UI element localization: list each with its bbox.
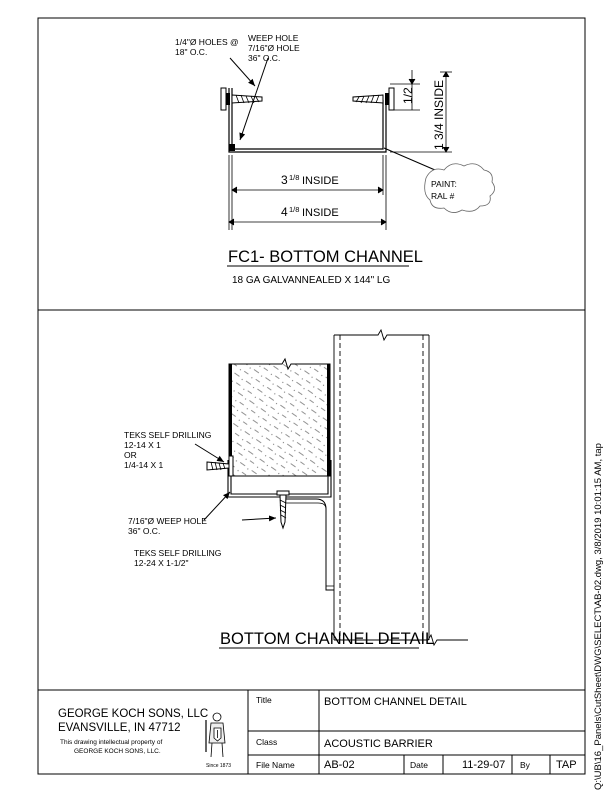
- weep-hole-label: WEEP HOLE: [248, 33, 299, 43]
- ral-label: RAL #: [431, 191, 455, 201]
- holes-label: 1/4"Ø HOLES @: [175, 37, 239, 47]
- teks-2-size: 12-24 X 1-1/2": [134, 558, 189, 568]
- dim-inner-bg: [278, 171, 340, 187]
- title-label: Title: [256, 695, 272, 705]
- by-value: TAP: [556, 759, 577, 771]
- top-detail-title: FC1- BOTTOM CHANNEL: [228, 248, 423, 266]
- date-label: Date: [410, 760, 428, 770]
- class-label: Class: [256, 737, 277, 747]
- holes-spacing-label: 18" O.C.: [175, 47, 207, 57]
- wall-column: [333, 328, 468, 647]
- since-label: Since 1873: [206, 763, 231, 769]
- sill-flashing: [284, 498, 334, 591]
- company-name: GEORGE KOCH SONS, LLC: [58, 708, 208, 720]
- screw-left-icon: [220, 87, 263, 111]
- by-label: By: [520, 760, 531, 770]
- property-line-2: GEORGE KOCH SONS, LLC.: [74, 748, 161, 755]
- sheet-border: [37, 17, 586, 775]
- dim-outer-frac: 1/8: [289, 205, 299, 214]
- dim-height: 1 3/4 INSIDE: [432, 80, 446, 150]
- screw-right-icon: [352, 87, 395, 111]
- panel-edge-right: [327, 364, 330, 476]
- file-path-label: Q:\UB\16_Panels\CutSheet\DWG\SELECT\AB-0…: [593, 443, 604, 790]
- leader-lines-top: [229, 57, 436, 171]
- weep-hole-bottom-label: 7/16"Ø WEEP HOLE: [128, 516, 207, 526]
- teks-2-label: TEKS SELF DRILLING: [134, 548, 221, 558]
- teks-1-or: OR: [124, 450, 137, 460]
- bottom-detail-title: BOTTOM CHANNEL DETAIL: [220, 630, 434, 648]
- file-label: File Name: [256, 760, 295, 770]
- weep-hole-size-label: 7/16"Ø HOLE: [248, 43, 300, 53]
- knight-logo-icon: [205, 712, 226, 758]
- leader-lines-bottom: [194, 443, 277, 522]
- teks-1-alt: 1/4-14 X 1: [124, 460, 163, 470]
- panel-edge-left: [229, 364, 232, 476]
- teks-1-size: 12-14 X 1: [124, 440, 161, 450]
- dim-inner-whole: 3: [281, 173, 288, 187]
- screw-side-icon: [206, 455, 234, 477]
- dim-half: 1/2: [401, 87, 415, 104]
- dim-inner-frac: 1/8: [289, 173, 299, 182]
- paint-cloud: [424, 163, 495, 213]
- file-value: AB-02: [324, 759, 355, 771]
- weep-hole-bottom-spacing: 36" O.C.: [128, 526, 160, 536]
- horizontal-dimensions: [228, 155, 387, 230]
- weep-hole-spacing-label: 36" O.C.: [248, 53, 280, 63]
- teks-1-label: TEKS SELF DRILLING: [124, 430, 211, 440]
- dim-inner-word: INSIDE: [302, 175, 339, 187]
- paint-label: PAINT:: [431, 179, 457, 189]
- date-value: 11-29-07: [462, 759, 505, 771]
- dim-outer-whole: 4: [281, 205, 288, 219]
- company-city: EVANSVILLE, IN 47712: [58, 722, 181, 734]
- top-detail-subtitle: 18 GA GALVANNEALED X 144" LG: [232, 275, 390, 286]
- title-value: BOTTOM CHANNEL DETAIL: [324, 696, 467, 708]
- dim-outer-bg: [278, 203, 340, 219]
- insulation-panel: [228, 357, 331, 477]
- screw-down-icon: [276, 490, 290, 530]
- dim-outer-word: INSIDE: [302, 207, 339, 219]
- vertical-dimensions: [390, 70, 452, 153]
- channel-profile: [228, 88, 387, 153]
- property-line-1: This drawing intellectual property of: [60, 739, 162, 746]
- title-block-grid: [38, 689, 585, 774]
- class-value: ACOUSTIC BARRIER: [324, 738, 433, 750]
